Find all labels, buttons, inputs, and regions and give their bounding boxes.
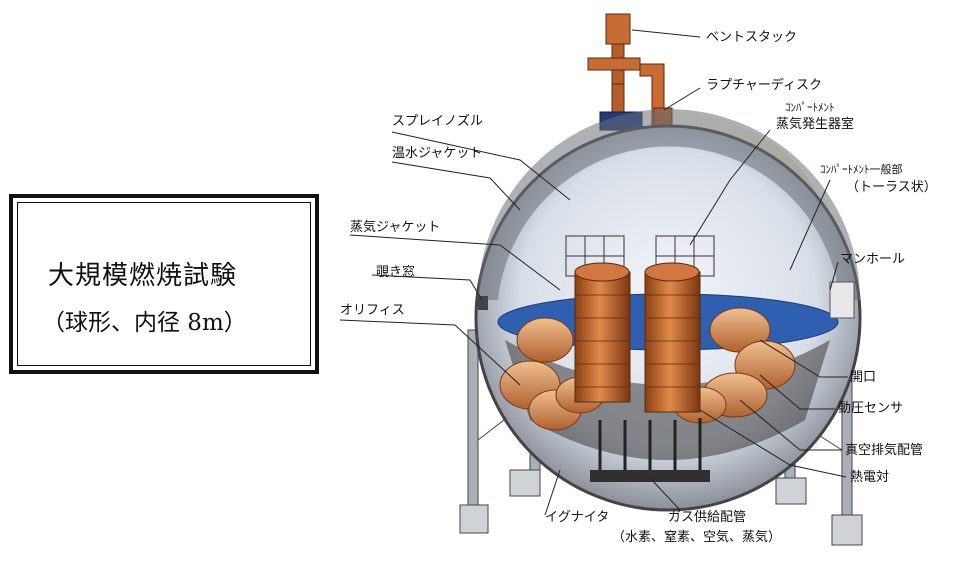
label-spray-nozzle: スプレイノズル xyxy=(392,114,484,129)
upper-dome xyxy=(478,109,860,300)
label-steam-generator-room: 蒸気発生器室 xyxy=(776,117,855,132)
label-torus: （トーラス状） xyxy=(846,180,937,195)
label-rupture-disk: ラプチャーディスク xyxy=(706,78,822,93)
title-line2: （球形、内径 8m） xyxy=(42,310,247,336)
label-thermocouple: 熱電対 xyxy=(850,470,890,485)
label-vent-stack: ベントスタック xyxy=(706,30,798,45)
leader-lines xyxy=(339,29,848,516)
torus-compartment xyxy=(499,307,796,431)
label-dynamic-pressure-sensor: 動圧センサ xyxy=(838,401,904,416)
title-box-inner-border: 大規模燃焼試験 （球形、内径 8m） xyxy=(17,202,311,366)
title-box: 大規模燃焼試験 （球形、内径 8m） xyxy=(9,194,319,374)
label-hot-water-jacket: 温水ジャケット xyxy=(392,146,483,161)
label-compartment-general: ｺﾝﾊﾟｰﾄﾒﾝﾄ一般部 xyxy=(820,163,903,176)
title-line1: 大規模燃焼試験 xyxy=(48,261,238,291)
viewing-window xyxy=(478,296,488,310)
label-viewing-window: 覗き窓 xyxy=(376,265,416,280)
label-opening: 開口 xyxy=(850,370,877,385)
label-manhole: マンホール xyxy=(840,252,906,267)
manhole-nozzle xyxy=(829,281,855,319)
label-steam-jacket: 蒸気ジャケット xyxy=(350,220,441,235)
label-gas-types: （水素、窒素、空気、蒸気） xyxy=(612,530,782,545)
gas-header xyxy=(590,470,710,482)
steam-generator-cylinders xyxy=(574,262,701,413)
label-orifice: オリフィス xyxy=(340,303,405,318)
label-igniter: イグナイタ xyxy=(545,510,610,525)
label-vacuum-exhaust-pipe: 真空排気配管 xyxy=(845,443,924,458)
label-compartment: ｺﾝﾊﾟｰﾄﾒﾝﾄ xyxy=(785,101,835,114)
label-gas-supply-pipe: ガス供給配管 xyxy=(668,510,747,525)
